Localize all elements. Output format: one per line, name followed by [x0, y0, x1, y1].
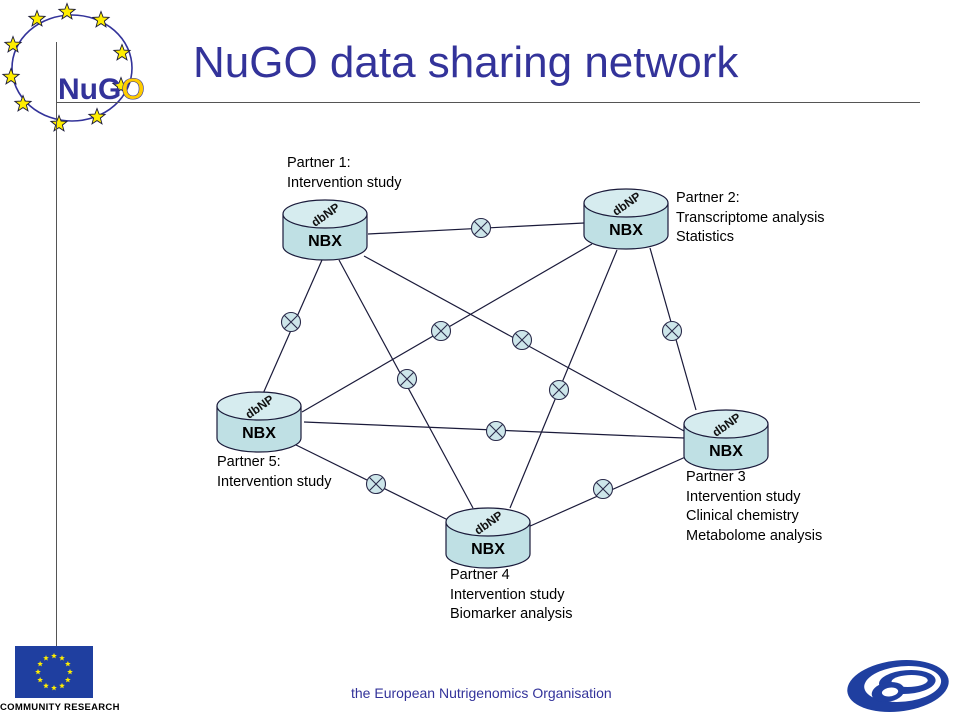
eu-star-icon [65, 677, 71, 683]
partner-3-role-2: Clinical chemistry [686, 508, 799, 524]
hubs [280, 217, 683, 500]
partner-4-role-2: Biomarker analysis [450, 606, 573, 622]
partner-3-name: Partner 3 [686, 469, 746, 485]
partner-2-name: Partner 2: [676, 190, 740, 206]
logo-stars [1, 2, 132, 132]
nbx-label-p1: NBX [308, 233, 342, 250]
logo-star-icon [49, 114, 69, 132]
partner-1-role: Intervention study [287, 174, 402, 191]
partner-5-name: Partner 5: [217, 454, 281, 470]
hub-p2-p3 [661, 320, 683, 342]
eu-star-icon [51, 685, 57, 691]
node-partner-1: dbNP NBX [282, 199, 368, 261]
nbx-label-p5: NBX [242, 425, 276, 442]
eu-star-icon [43, 682, 49, 689]
nbx-label-p2: NBX [609, 222, 643, 239]
partner-3-role-3: Metabolome analysis [686, 527, 823, 544]
eu-star-icon [65, 661, 71, 667]
node-partner-4: dbNP NBX [445, 507, 531, 569]
partner-3-label: Partner 3 Intervention study Clinical ch… [686, 468, 822, 546]
logo-star-icon [87, 107, 107, 125]
left-divider [56, 42, 57, 650]
logo-star-icon [112, 43, 132, 61]
page-title: NuGO data sharing network [193, 38, 739, 87]
eu-star-icon [37, 677, 43, 683]
hub-p2-p4 [548, 379, 570, 401]
hub-p5-p3 [485, 420, 507, 442]
node-partner-2: dbNP NBX [583, 188, 669, 250]
node-partner-5: dbNP NBX [216, 391, 302, 453]
eu-caption: COMMUNITY RESEARCH [0, 702, 120, 713]
logo-star-icon [57, 2, 77, 20]
hub-p4-p3 [592, 478, 614, 500]
partner-5-label: Partner 5: Intervention study [217, 453, 331, 492]
logo-star-icon [1, 67, 21, 85]
logo-star-icon [111, 76, 131, 94]
svg-text:NuGO: NuGO [58, 73, 145, 106]
eu-star-icon [37, 661, 43, 667]
partner-4-name: Partner 4 [450, 567, 510, 583]
partner-3-role-1: Intervention study [686, 488, 801, 505]
footer-text: the European Nutrigenomics Organisation [351, 685, 612, 701]
partner-2-label: Partner 2: Transcriptome analysis Statis… [676, 189, 825, 248]
partner-1-name: Partner 1: [287, 155, 351, 171]
logo-text-g: G [98, 73, 121, 106]
hub-p2-p5 [430, 320, 452, 342]
partner-1-label: Partner 1: Intervention study [287, 154, 401, 193]
logo-text-o: O [121, 73, 144, 106]
partner-4-label: Partner 4 Intervention study Biomarker a… [450, 566, 573, 625]
hub-p1-p3 [511, 329, 533, 351]
hub-p1-p2 [470, 217, 492, 239]
eu-star-icon [59, 655, 65, 661]
header-divider [56, 102, 920, 103]
eu-star-icon [35, 669, 41, 675]
eu-star-icon [43, 655, 49, 661]
eu-star-icon [59, 682, 65, 689]
link-p2-p4 [509, 249, 618, 509]
eu-star-icon [67, 669, 73, 675]
logo-star-icon [91, 10, 111, 28]
logo-star-icon [27, 9, 47, 27]
eu-flag-logo [15, 646, 93, 698]
hub-p1-p4 [396, 368, 418, 390]
logo-ring [11, 14, 133, 122]
logo-star-icon [3, 35, 23, 53]
nugo-logo: NuGO [1, 2, 145, 132]
hub-p5-p4 [365, 473, 387, 495]
partner-4-role-1: Intervention study [450, 586, 565, 603]
node-partner-3: dbNP NBX [683, 409, 769, 471]
partner-2-role-1: Transcriptome analysis [676, 209, 825, 226]
nbx-label-p3: NBX [709, 443, 743, 460]
hub-p1-p5 [280, 311, 302, 333]
partner-2-role-2: Statistics [676, 229, 735, 245]
eu-star-icon [51, 653, 57, 659]
nbx-label-p4: NBX [471, 541, 505, 558]
eu-stars [35, 653, 73, 691]
logo-star-icon [13, 94, 33, 112]
logo-text-nu: Nu [58, 73, 98, 106]
partner-5-role: Intervention study [217, 473, 332, 490]
